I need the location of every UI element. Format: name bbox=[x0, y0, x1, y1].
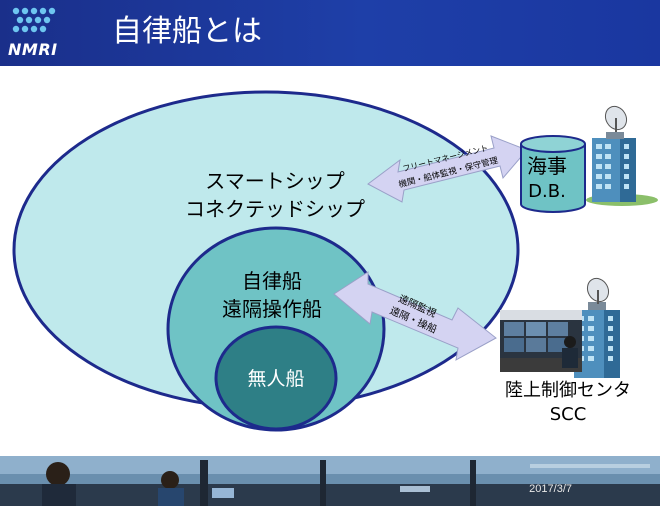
outer-label-line1: スマートシップ bbox=[205, 169, 344, 193]
bridge-photo-strip bbox=[0, 456, 660, 506]
database-label-line2: D.B. bbox=[528, 181, 566, 202]
database-cylinder-icon bbox=[520, 135, 586, 213]
middle-label-line2: 遠隔操作船 bbox=[222, 297, 322, 321]
inner-circle bbox=[214, 325, 338, 431]
nmri-logo-icon bbox=[12, 7, 56, 33]
outer-label-line2: コネクテッドシップ bbox=[185, 197, 365, 221]
slide-title: 自律船とは bbox=[112, 14, 262, 49]
inner-label: 無人船 bbox=[247, 368, 304, 390]
office-building-icon bbox=[586, 105, 658, 206]
slide-date: 2017/3/7 bbox=[529, 483, 572, 495]
logo-text: NMRI bbox=[8, 40, 58, 59]
slide-header: NMRI 自律船とは bbox=[0, 0, 660, 66]
shore-center-label-line1: 陸上制御センタ bbox=[505, 380, 631, 401]
database-label-line1: 海事 bbox=[527, 154, 567, 178]
bridge-photo-image bbox=[0, 456, 660, 506]
shore-center-label-line2: SCC bbox=[550, 404, 587, 425]
control-room-photo bbox=[500, 310, 582, 372]
lower-double-arrow bbox=[333, 271, 497, 361]
autonomous-ship-diagram: スマートシップ コネクテッドシップ 自律船 遠隔操作船 無人船 フリートマネージ… bbox=[12, 90, 658, 432]
middle-label-line1: 自律船 bbox=[242, 269, 302, 293]
